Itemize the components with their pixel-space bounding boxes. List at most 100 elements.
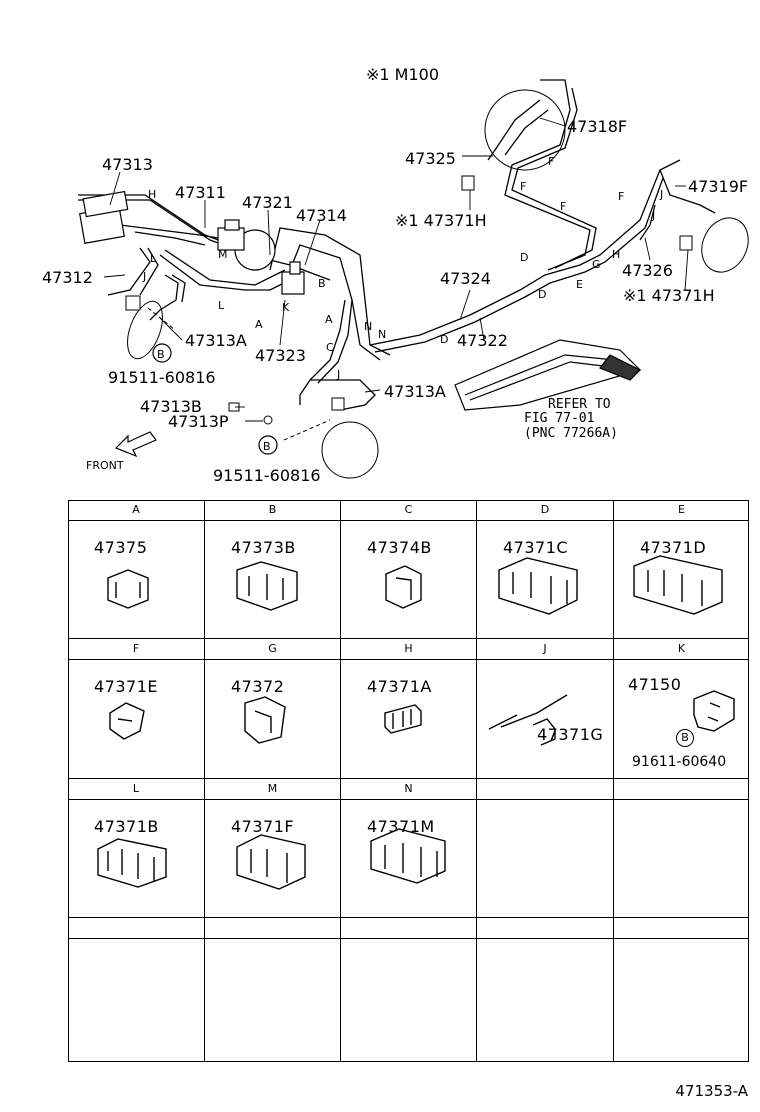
svg-text:J: J	[142, 270, 146, 283]
label-47322: 47322	[457, 331, 508, 350]
clip-cell-c: C 47374B	[340, 500, 476, 638]
label-91511-upper: 91511-60816	[108, 368, 216, 387]
svg-text:D: D	[538, 288, 546, 301]
empty-cell	[613, 917, 749, 1062]
clip-drawing	[384, 704, 422, 734]
svg-text:L: L	[218, 299, 225, 312]
svg-text:F: F	[520, 180, 526, 193]
label-47321: 47321	[242, 193, 293, 212]
empty-cell	[476, 917, 613, 1062]
cell-part-number: 47371B	[94, 817, 159, 836]
cell-letter: J	[477, 639, 613, 660]
cell-letter: G	[205, 639, 340, 660]
label-47311: 47311	[175, 183, 226, 202]
label-47313a-upper: 47313A	[185, 331, 247, 350]
clip-cell-d: D 47371C	[476, 500, 613, 638]
svg-text:E: E	[576, 278, 583, 291]
cell-part-number: 47371E	[94, 677, 159, 696]
cell-letter: M	[205, 779, 340, 800]
cell-bolt-number: 91611-60640	[632, 754, 727, 770]
svg-text:J: J	[336, 368, 340, 381]
bolt-b-icon: B	[676, 729, 694, 747]
clip-letters: H L J L A K M B A C J N N D D D F F F G …	[142, 155, 663, 381]
cell-part-number: 47372	[231, 677, 285, 696]
clip-drawing	[236, 561, 298, 611]
empty-cell	[68, 917, 204, 1062]
svg-text:M: M	[218, 248, 228, 261]
clip-cell-f: F 47371E	[68, 638, 204, 778]
cell-letter: C	[341, 500, 476, 521]
svg-text:G: G	[592, 258, 601, 271]
clip-drawing	[385, 565, 422, 609]
cell-letter: D	[477, 500, 613, 521]
label-91511-lower: 91511-60816	[213, 466, 321, 485]
clip-drawing	[633, 555, 723, 615]
svg-text:B: B	[157, 348, 165, 361]
clip-drawing	[244, 696, 286, 744]
brake-tube-diagram: ※1 M100 47313 47311 47321 47314 47312 47…	[42, 65, 749, 485]
cell-letter: N	[341, 779, 476, 800]
cell-letter	[614, 918, 749, 939]
clip-drawing	[498, 557, 578, 615]
front-arrow-icon	[114, 431, 157, 458]
label-47313a-lower: 47313A	[384, 382, 446, 401]
cell-letter: A	[68, 500, 204, 521]
refer-line-3: (PNC 77266A)	[524, 426, 618, 441]
cell-part-number: 47371C	[503, 538, 569, 557]
clip-cell-k: K 47150 91611-60640 B	[613, 638, 749, 778]
svg-text:L: L	[150, 252, 157, 265]
label-47371h-lower: ※1 47371H	[623, 286, 715, 305]
cell-part-number: 47375	[94, 538, 148, 557]
svg-text:B: B	[263, 440, 271, 453]
cell-letter	[205, 918, 340, 939]
svg-text:B: B	[318, 277, 326, 290]
front-label: FRONT	[86, 459, 124, 472]
refer-line-2: FIG 77-01	[524, 411, 594, 426]
clip-drawing	[370, 828, 446, 884]
cell-letter: K	[614, 639, 749, 660]
bolt-b-icon-upper: B	[152, 343, 172, 363]
label-47313b: 47313B	[140, 397, 202, 416]
clip-cell-m: M 47371F	[204, 778, 340, 917]
empty-cell	[204, 917, 340, 1062]
cell-letter	[341, 918, 476, 939]
svg-text:F: F	[548, 155, 554, 168]
clip-drawing	[236, 834, 306, 890]
cell-part-number: 47371F	[231, 817, 295, 836]
bolt-b-icon-lower: B	[258, 435, 278, 455]
label-47313: 47313	[102, 155, 153, 174]
label-47326: 47326	[622, 261, 673, 280]
svg-text:H: H	[612, 248, 620, 261]
label-47323: 47323	[255, 346, 306, 365]
empty-cell	[476, 778, 613, 917]
clip-drawing	[97, 838, 167, 888]
label-47324: 47324	[440, 269, 491, 288]
label-47319f: 47319F	[688, 177, 748, 196]
cell-letter	[477, 918, 613, 939]
cell-part-number: 47373B	[231, 538, 296, 557]
svg-text:K: K	[282, 301, 290, 314]
cell-part-number: 47371M	[367, 817, 435, 836]
empty-cell	[613, 778, 749, 917]
svg-text:D: D	[440, 333, 448, 346]
label-47314: 47314	[296, 206, 347, 225]
refer-line-1: REFER TO	[548, 397, 611, 412]
svg-text:F: F	[618, 190, 624, 203]
label-47312: 47312	[42, 268, 93, 287]
cell-letter: F	[68, 639, 204, 660]
clip-drawing	[107, 569, 149, 609]
svg-text:A: A	[255, 318, 263, 331]
clip-drawing	[693, 690, 735, 732]
cell-part-number: 47150	[628, 675, 682, 694]
cell-part-number: 47374B	[367, 538, 432, 557]
svg-text:A: A	[325, 313, 333, 326]
empty-cell	[340, 917, 476, 1062]
cell-letter: H	[341, 639, 476, 660]
clip-drawing	[488, 694, 568, 746]
